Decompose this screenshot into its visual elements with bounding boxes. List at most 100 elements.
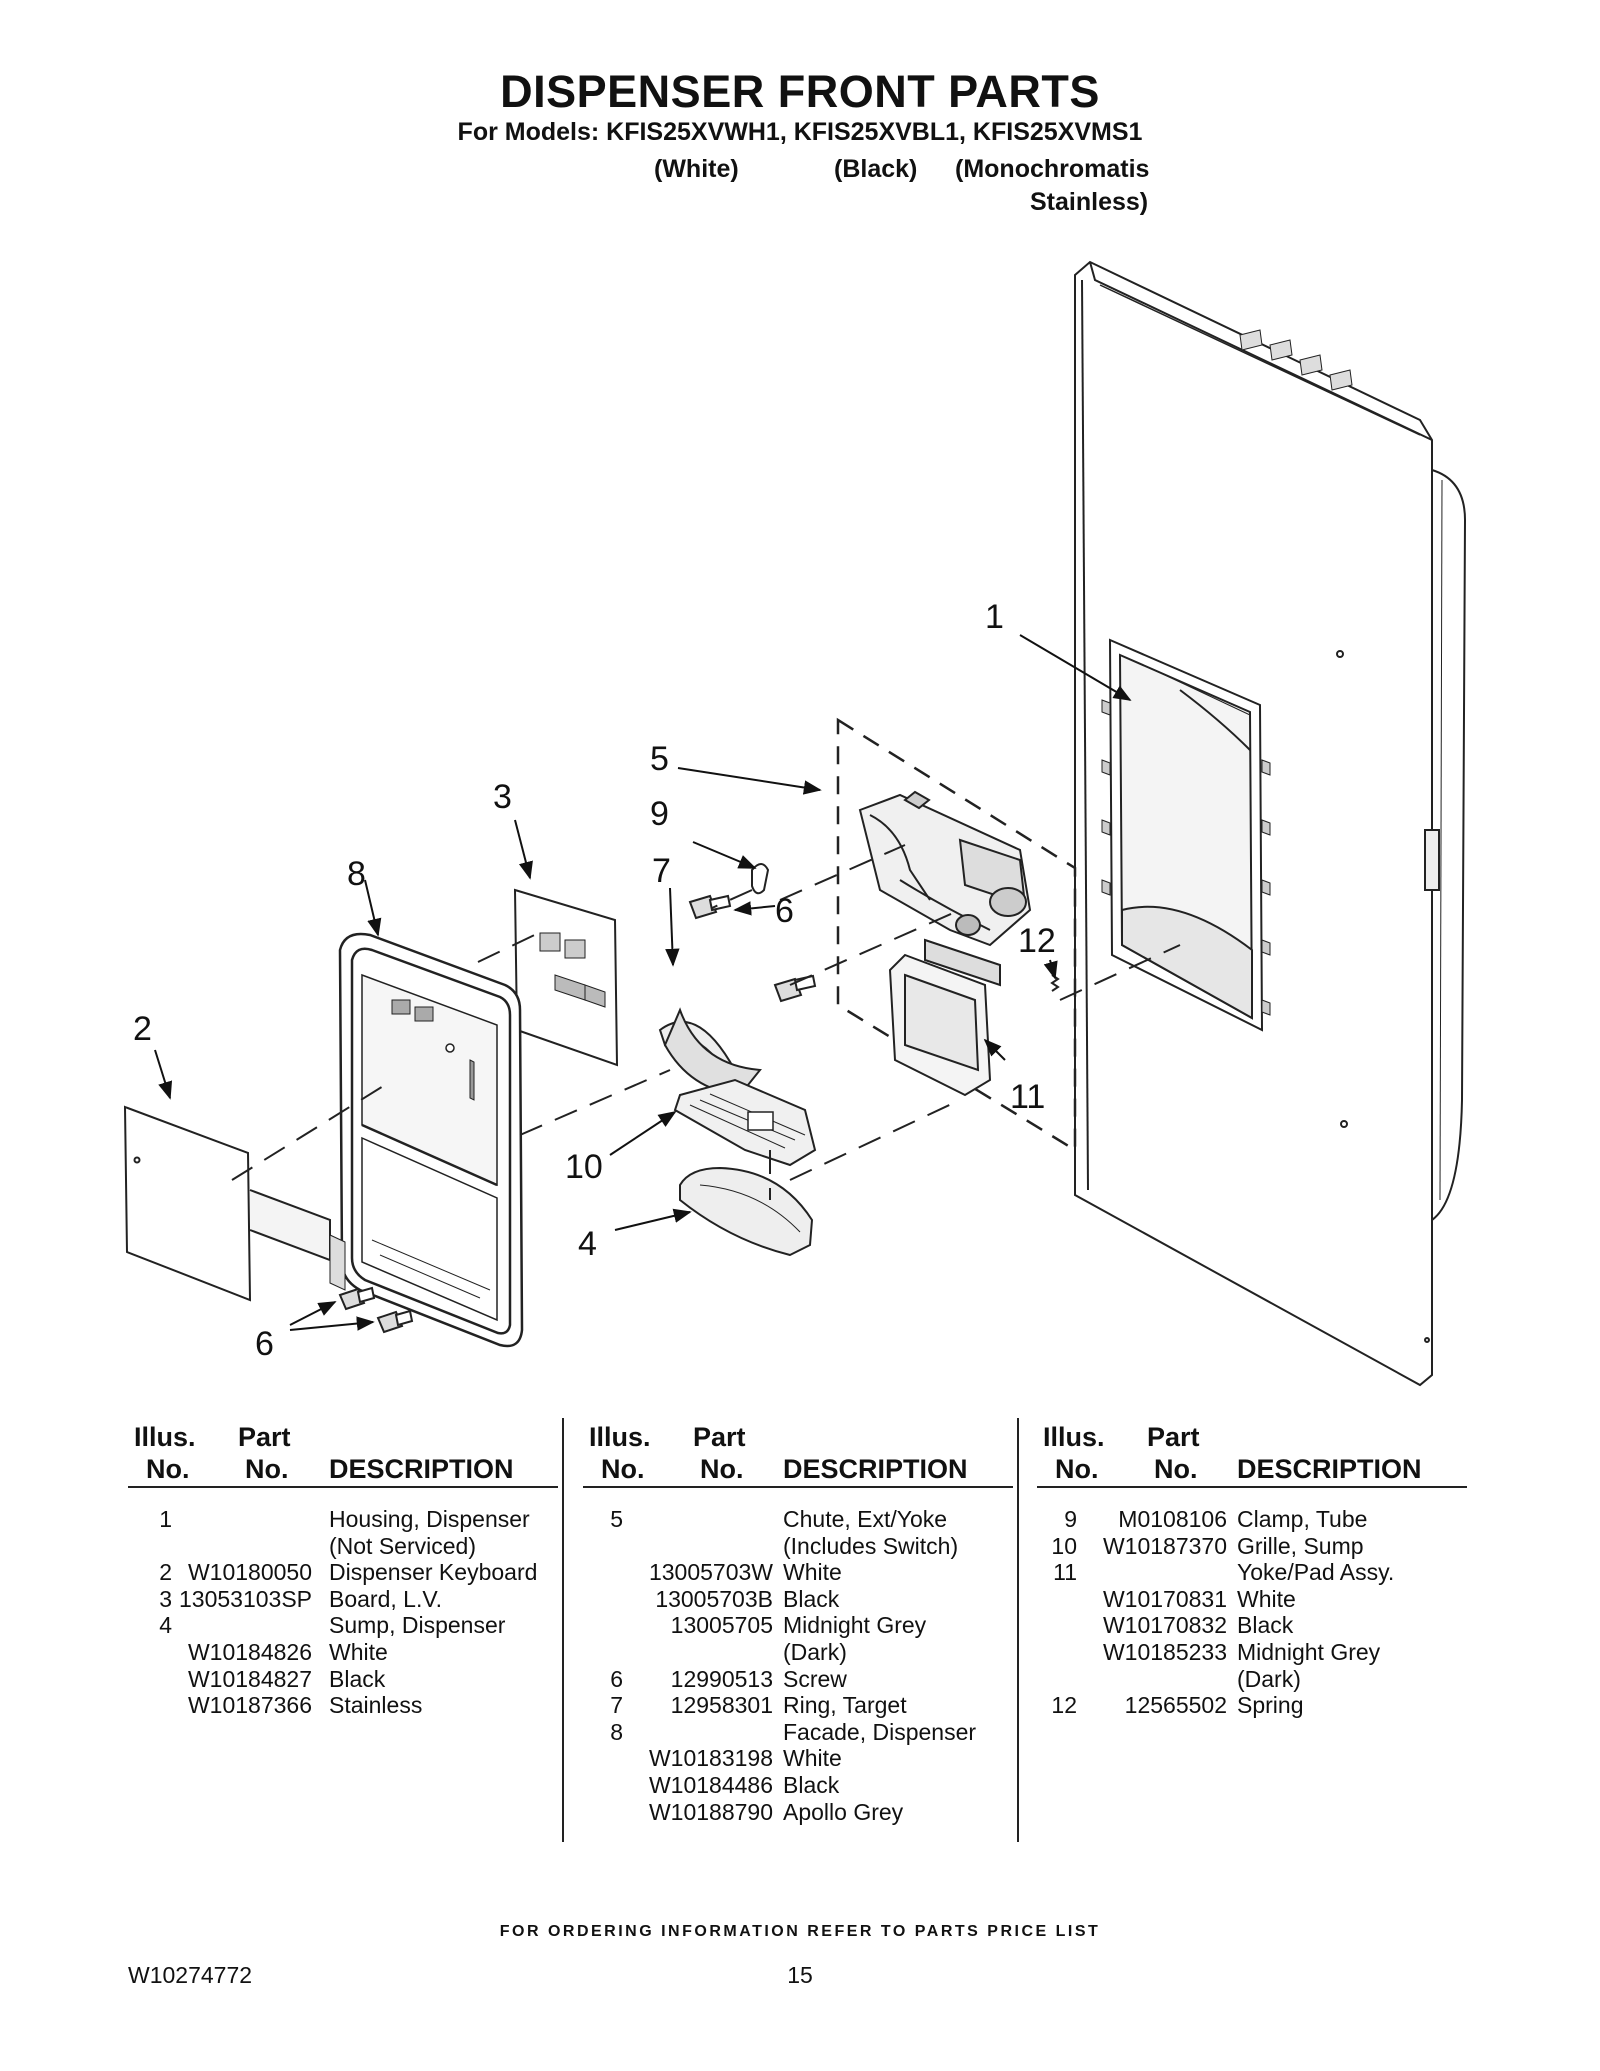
part-number: W10185233 <box>1102 1639 1227 1665</box>
part-number: M0108106 <box>1118 1506 1227 1532</box>
part-description: Black <box>783 1585 840 1612</box>
part-description: White <box>329 1639 388 1665</box>
header-description: DESCRIPTION <box>783 1454 968 1484</box>
callout-1: 1 <box>985 598 1004 636</box>
illus-number: 1 <box>159 1506 172 1532</box>
illus-number: 8 <box>610 1718 623 1745</box>
grille-sump <box>673 1078 817 1167</box>
part-number: W10184486 <box>648 1772 773 1798</box>
part-number: W10183198 <box>648 1745 773 1772</box>
part-description: White <box>1237 1585 1296 1612</box>
table-row: W10187366 Stainless <box>128 1692 558 1718</box>
part-number: 13005703B <box>655 1585 773 1612</box>
header-part: Part <box>693 1422 746 1452</box>
part-description: Ring, Target <box>783 1692 907 1719</box>
part-number: W10188790 <box>648 1798 773 1825</box>
part-description: (Includes Switch) <box>783 1532 959 1559</box>
part-description: (Dark) <box>1237 1665 1301 1692</box>
illus-number: 5 <box>610 1506 623 1532</box>
part-number: W10187366 <box>187 1692 312 1719</box>
part-number: 12958301 <box>670 1692 773 1719</box>
callout-12: 12 <box>1018 922 1056 960</box>
illus-number: 4 <box>159 1612 172 1639</box>
header-illus: Illus. <box>589 1422 651 1452</box>
header-part: Part <box>1147 1422 1200 1452</box>
part-description: Stainless <box>329 1692 423 1719</box>
callout-11: 11 <box>1010 1078 1045 1116</box>
screw-lower-left <box>338 1286 376 1311</box>
part-description: Housing, Dispenser <box>329 1506 530 1532</box>
part-number: W10170832 <box>1102 1612 1227 1639</box>
part-number: 12565502 <box>1124 1692 1227 1719</box>
illus-number: 12 <box>1051 1692 1077 1719</box>
part-number: W10184827 <box>187 1665 312 1692</box>
part-number: W10170831 <box>1102 1585 1227 1612</box>
housing-dispenser <box>1101 638 1271 1032</box>
table-row: (Not Serviced) <box>128 1533 558 1559</box>
sump-dispenser <box>679 1166 814 1257</box>
part-description: White <box>783 1745 842 1772</box>
callout-9: 9 <box>650 795 669 833</box>
assembly-boundary <box>836 717 1077 1153</box>
header-part: Part <box>238 1422 291 1452</box>
part-number: W10187370 <box>1102 1532 1227 1559</box>
table-row: 10 W10187370 Grille, Sump <box>1037 1533 1467 1559</box>
models-line: For Models: KFIS25XVWH1, KFIS25XVBL1, KF… <box>457 118 1143 146</box>
ordering-note: FOR ORDERING INFORMATION REFER TO PARTS … <box>499 1923 1101 1940</box>
table-row: W10184826 White <box>128 1639 558 1665</box>
header-illus-no: No. <box>1055 1454 1099 1484</box>
callout-7: 7 <box>652 852 671 890</box>
callout-4: 4 <box>578 1225 597 1263</box>
page-title: DISPENSER FRONT PARTS <box>500 66 1100 117</box>
table-row: (Dark) <box>583 1639 1013 1665</box>
chute-yoke <box>858 790 1032 947</box>
screw-upper <box>688 894 732 920</box>
part-number: W10180050 <box>187 1559 312 1586</box>
color-label-white: (White) <box>654 155 739 183</box>
clamp-tube <box>751 863 770 895</box>
part-description: Grille, Sump <box>1237 1532 1364 1559</box>
table-row: 4 Sump, Dispenser <box>128 1612 558 1638</box>
facade-dispenser <box>338 932 524 1348</box>
header-part-no: No. <box>1154 1454 1198 1484</box>
part-description: Clamp, Tube <box>1237 1506 1368 1532</box>
header-description: DESCRIPTION <box>329 1454 514 1484</box>
callout-5: 5 <box>650 740 669 778</box>
illus-number: 10 <box>1051 1532 1077 1559</box>
leader-arrows <box>154 634 1132 1331</box>
part-description: (Dark) <box>783 1639 847 1665</box>
table-row: 1 Housing, Dispenser <box>128 1506 558 1532</box>
part-description: White <box>783 1559 842 1586</box>
callout-2: 2 <box>133 1010 152 1048</box>
part-number: W10184826 <box>187 1639 312 1665</box>
assembly-lines <box>231 844 1181 1200</box>
part-number: 13053103SP <box>178 1585 312 1612</box>
color-label-stainless: Stainless) <box>1030 188 1149 216</box>
part-description: Sump, Dispenser <box>329 1612 506 1639</box>
header-illus: Illus. <box>134 1422 196 1452</box>
table-row: W10183198 White <box>583 1745 1013 1771</box>
screw-lower-right <box>376 1309 414 1334</box>
color-label-black: (Black) <box>834 155 918 183</box>
page-number: 15 <box>787 1962 813 1988</box>
part-description: Midnight Grey <box>783 1612 927 1639</box>
part-description: Board, L.V. <box>329 1585 442 1612</box>
ring-target <box>658 1007 762 1097</box>
callout-10: 10 <box>565 1148 603 1186</box>
yoke-pad <box>888 938 1001 1097</box>
color-label-monochromatis: (Monochromatis <box>955 155 1150 183</box>
exploded-parts-diagram: 1 2 3 4 5 6 6 7 8 9 10 11 12 <box>123 260 1467 1387</box>
